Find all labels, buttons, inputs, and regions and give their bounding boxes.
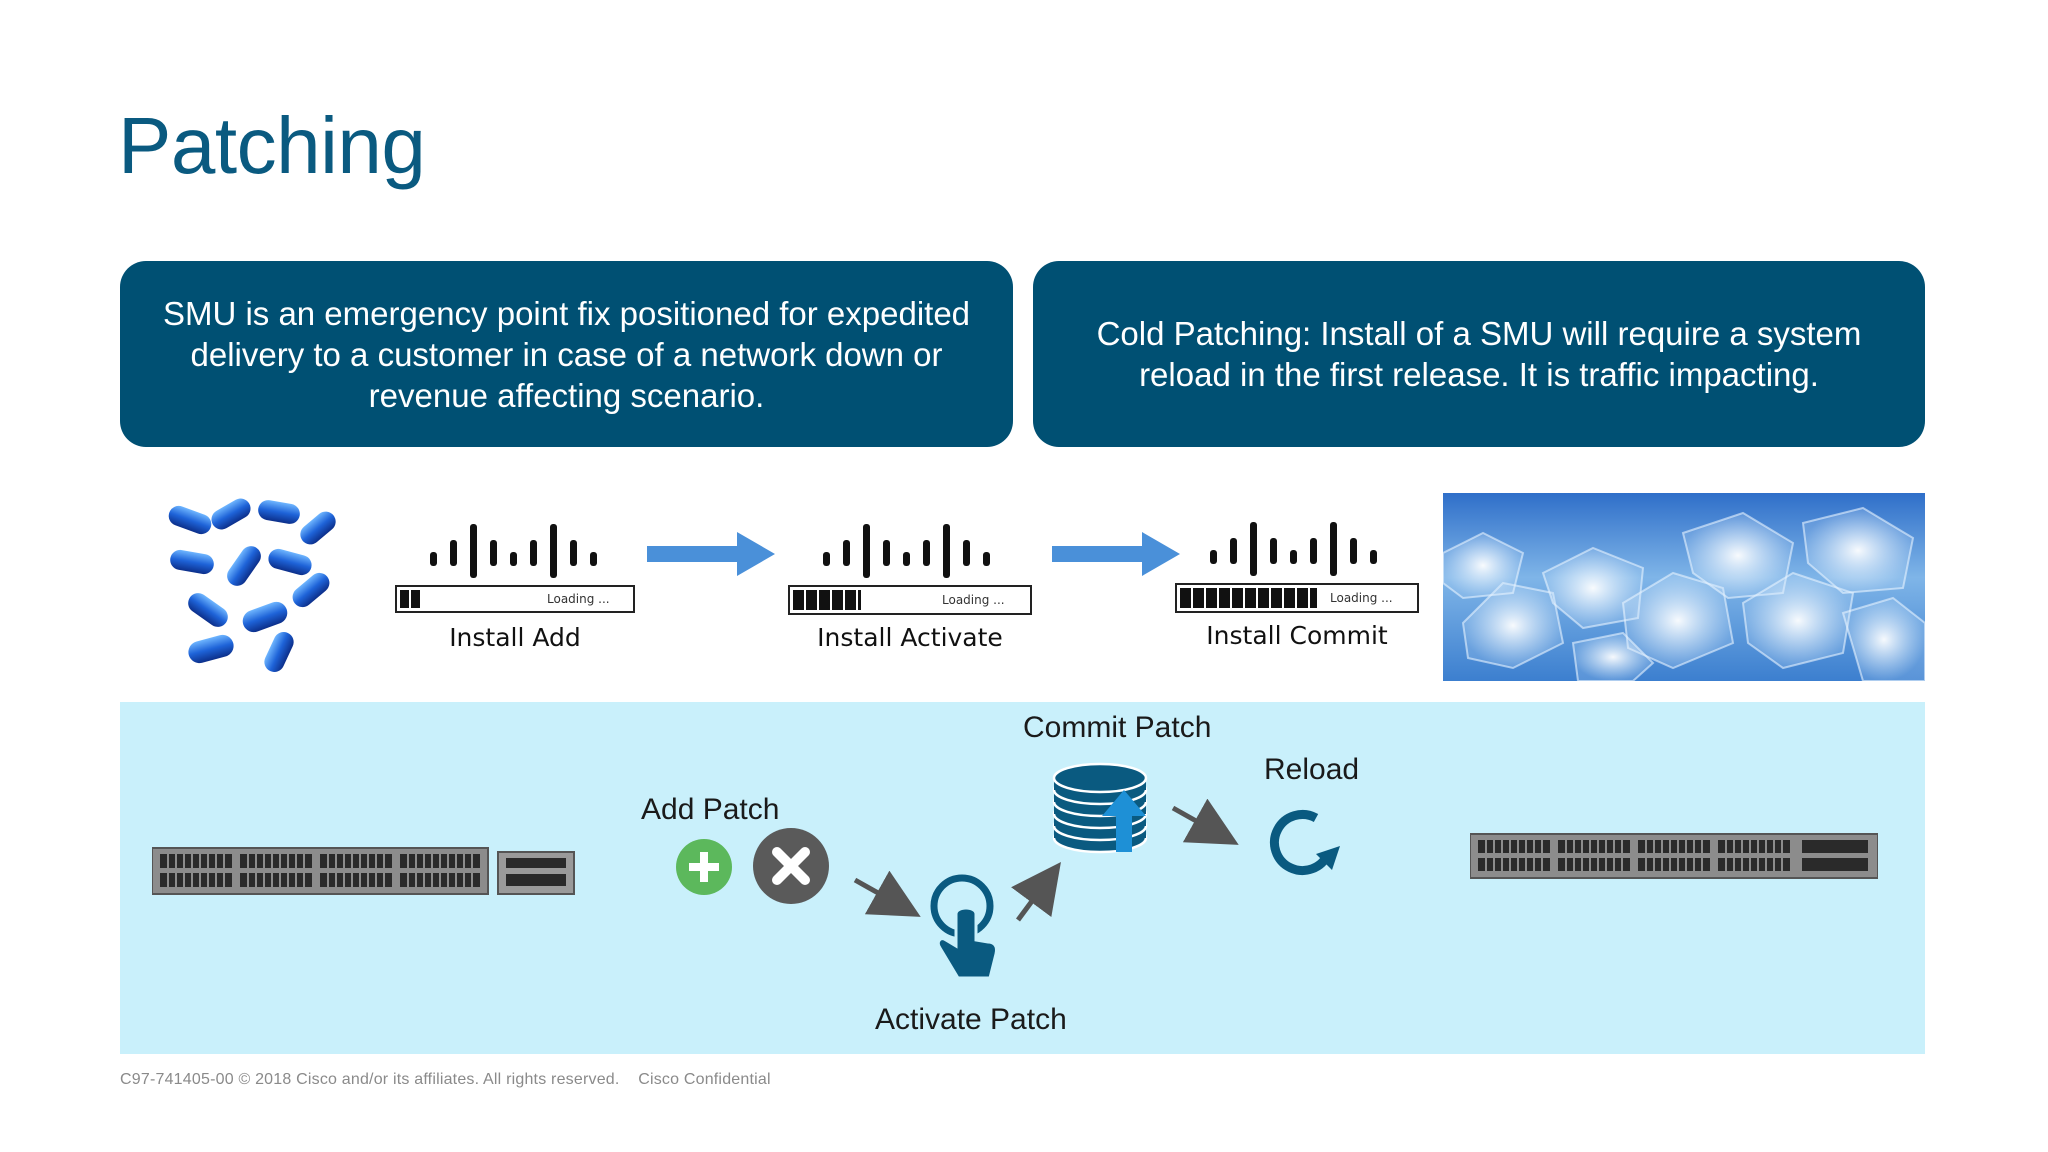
switch-image [1470, 833, 1878, 879]
install-activate-label: Install Activate [817, 623, 1003, 652]
arrow-to-commit [1011, 861, 1061, 922]
add-patch-label: Add Patch [641, 793, 780, 826]
install-add-progress: Loading ... [395, 585, 635, 613]
cisco-logo-icon [430, 524, 597, 578]
touch-icon [930, 874, 998, 980]
install-commit-label: Install Commit [1206, 621, 1388, 650]
cisco-logo-icon [1210, 522, 1377, 576]
arrow-to-activate [853, 870, 921, 917]
x-icon [753, 828, 829, 904]
plus-icon [676, 839, 732, 895]
callout-smu-text: SMU is an emergency point fix positioned… [162, 294, 971, 414]
reload-icon [1270, 810, 1340, 875]
install-activate-progress-fill [793, 590, 861, 610]
right-arrow-icon [647, 532, 775, 576]
footer: C97-741405-00 © 2018 Cisco and/or its af… [120, 1071, 785, 1089]
step-install-add: Loading ... Install Add [395, 520, 645, 652]
callout-smu-definition: SMU is an emergency point fix positioned… [120, 261, 1013, 447]
step-install-activate: Loading ... Install Activate [788, 520, 1038, 652]
ice-image [1443, 493, 1925, 681]
install-add-progress-fill [400, 590, 421, 608]
cisco-logo-icon [823, 524, 990, 578]
switch-image [152, 847, 575, 895]
step-install-commit: Loading ... Install Commit [1175, 518, 1425, 650]
callout-cold-patching: Cold Patching: Install of a SMU will req… [1033, 261, 1925, 447]
install-activate-bar-text: Loading ... [942, 593, 1005, 607]
install-commit-progress-fill [1180, 588, 1317, 608]
reload-label: Reload [1264, 753, 1360, 786]
commit-patch-label: Commit Patch [1023, 711, 1212, 744]
callout-cold-patching-text: Cold Patching: Install of a SMU will req… [1096, 315, 1862, 393]
pills-image [168, 498, 336, 672]
right-arrow-icon [1052, 532, 1180, 576]
install-commit-bar-text: Loading ... [1330, 591, 1393, 605]
page-title: Patching [118, 101, 426, 190]
footer-copyright: C97-741405-00 © 2018 Cisco and/or its af… [120, 1071, 620, 1088]
arrow-to-reload [1171, 798, 1239, 845]
install-activate-progress: Loading ... [788, 585, 1032, 615]
install-add-bar-text: Loading ... [547, 592, 610, 606]
footer-confidential: Cisco Confidential [638, 1071, 771, 1088]
database-icon [1052, 762, 1148, 854]
install-add-label: Install Add [449, 623, 581, 652]
activate-patch-label: Activate Patch [875, 1003, 1067, 1036]
install-commit-progress: Loading ... [1175, 583, 1419, 613]
